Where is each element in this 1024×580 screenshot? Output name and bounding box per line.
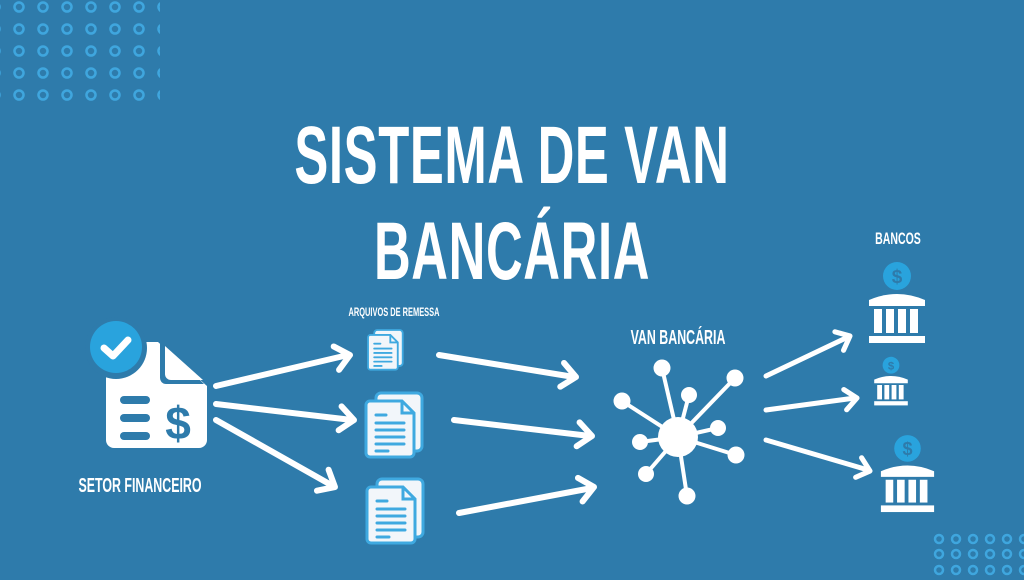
bank-dollar-icon-3 <box>880 435 935 513</box>
label-bancos: BANCOS <box>875 229 921 248</box>
dot-pattern-bottom-right <box>933 533 1024 576</box>
page-title: SISTEMA DE VAN BANCÁRIA <box>294 110 730 297</box>
network-hub-icon <box>613 359 745 505</box>
label-arquivos-de-remessa: ARQUIVOS DE REMESSA <box>348 305 440 319</box>
bank-dollar-icon-2 <box>874 356 908 406</box>
arrows-to-bancos <box>763 327 873 481</box>
arrows-to-arquivos <box>213 343 355 497</box>
dot-pattern-top-left <box>0 0 160 108</box>
financial-document-check-icon: $ <box>85 317 207 449</box>
bank-dollar-icon-1 <box>869 262 925 343</box>
label-setor-financeiro: SETOR FINANCEIRO <box>78 475 202 497</box>
check-icon <box>100 336 132 360</box>
svg-text:$: $ <box>165 397 191 449</box>
document-stack-icon-2 <box>364 391 424 459</box>
document-stack-icon-1 <box>367 329 404 371</box>
arrows-to-van <box>436 352 596 516</box>
document-stack-icon-3 <box>365 477 425 545</box>
label-van-bancaria: VAN BANCÁRIA <box>630 327 726 349</box>
